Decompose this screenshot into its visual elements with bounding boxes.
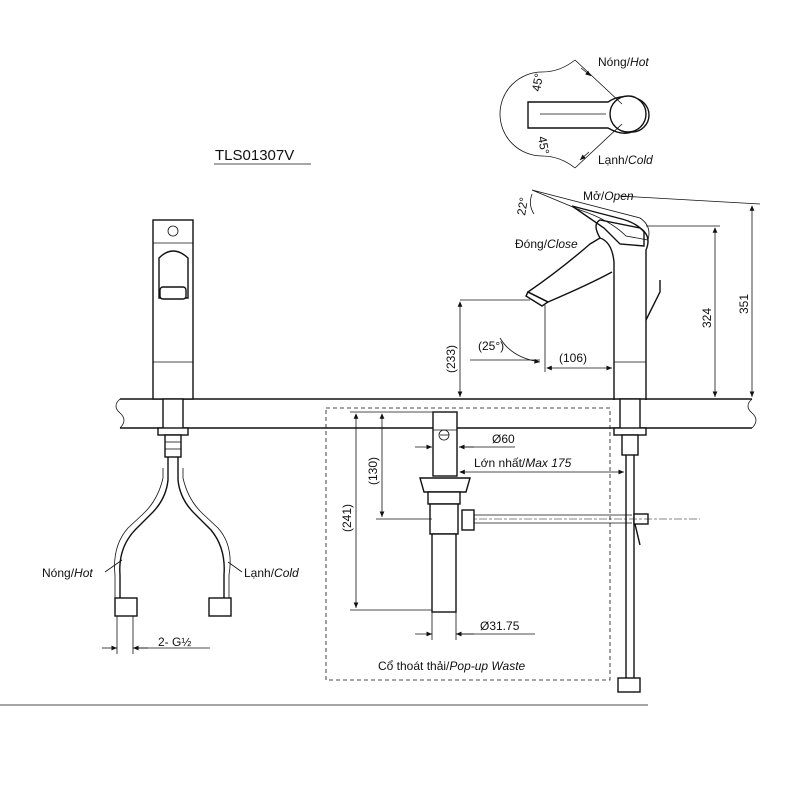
thread-dimension <box>102 616 210 654</box>
waste-box <box>325 407 611 681</box>
angle-handle: 22° <box>514 196 531 217</box>
waste-caption: Cổ thoát thải/Pop-up Waste <box>378 659 526 673</box>
dia-pipe: Ø31.75 <box>480 619 520 633</box>
dim-130: (130) <box>366 457 380 485</box>
handle-top-view <box>499 59 650 169</box>
front-cold-label: Lạnh/Cold <box>244 566 299 580</box>
dim-total-height: 351 <box>737 294 751 314</box>
front-hot-label: Nóng/Hot <box>42 566 93 580</box>
front-view-faucet <box>114 219 232 617</box>
angle-spout: (25°) <box>478 339 504 353</box>
pop-up-waste <box>419 411 700 613</box>
dim-body-height: 324 <box>700 308 714 328</box>
open-label: Mở/Open <box>583 189 634 203</box>
cold-leader <box>227 561 243 573</box>
hot-leader <box>104 559 123 573</box>
dim-spout-height: (233) <box>444 345 458 373</box>
model-title: TLS01307V <box>215 147 294 164</box>
angle-cold: 45° <box>535 135 552 155</box>
dim-reach: (106) <box>559 351 587 365</box>
thread-label: 2- G½ <box>158 635 191 649</box>
top-hot-label: Nóng/Hot <box>598 55 649 69</box>
max-label: Lớn nhất/Max 175 <box>474 456 572 470</box>
dia-top: Ø60 <box>492 432 515 446</box>
top-cold-label: Lạnh/Cold <box>598 153 653 167</box>
close-label: Đóng/Close <box>515 237 578 251</box>
angle-hot: 45° <box>529 72 546 92</box>
dim-241: (241) <box>340 504 354 532</box>
waste-dimensions <box>350 411 624 640</box>
side-view-faucet <box>525 189 661 693</box>
side-dimensions <box>457 193 761 397</box>
